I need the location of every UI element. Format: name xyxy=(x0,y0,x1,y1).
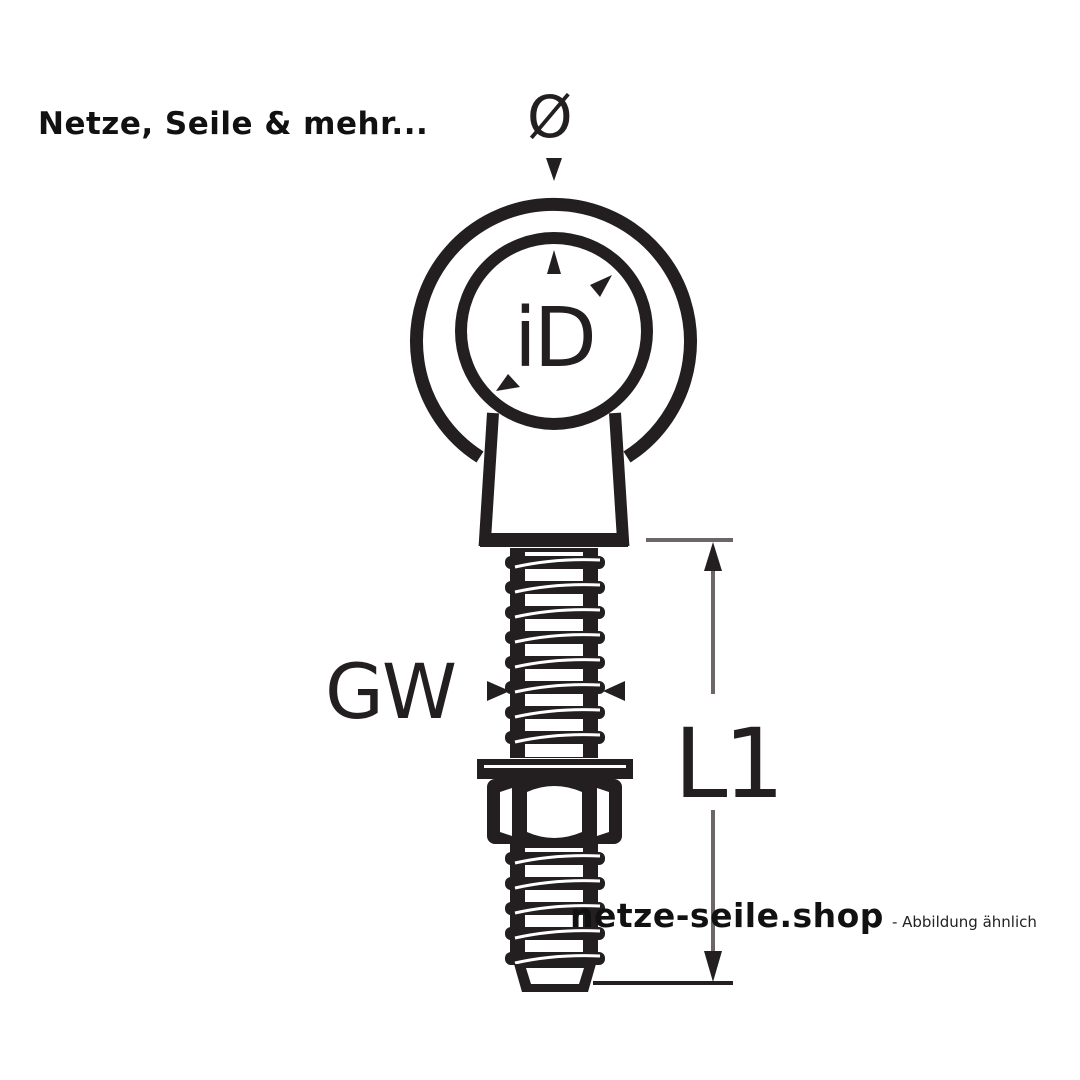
inner-diameter-arrow-diag-top xyxy=(590,275,612,297)
brand-title: Netze, Seile & mehr... xyxy=(38,106,429,142)
outer-diameter-arrow xyxy=(546,158,562,181)
thread-width-arrow-left xyxy=(487,681,510,701)
outer-diameter-label: Ø xyxy=(527,83,573,151)
eye-inner-ring xyxy=(455,232,653,430)
watermark: netze-seile.shop - Abbildung ähnlich xyxy=(570,896,1037,935)
length-dimension xyxy=(593,538,733,985)
watermark-note: - Abbildung ähnlich xyxy=(891,913,1037,931)
eye-neck xyxy=(478,412,630,546)
inner-diameter-arrow-diag-bottom xyxy=(496,374,520,391)
hex-nut xyxy=(487,779,622,844)
thread-width-label: GW xyxy=(325,647,457,736)
washer xyxy=(477,759,633,779)
inner-diameter-label: iD xyxy=(514,291,597,386)
watermark-shop-name: netze-seile.shop xyxy=(570,896,884,935)
thread-lower xyxy=(505,844,605,992)
eye-outer-ring xyxy=(410,197,697,463)
thread-upper xyxy=(505,548,605,758)
inner-diameter-arrow-top xyxy=(547,250,561,274)
length-label: L1 xyxy=(674,708,785,820)
thread-width-arrow-right xyxy=(603,681,625,701)
